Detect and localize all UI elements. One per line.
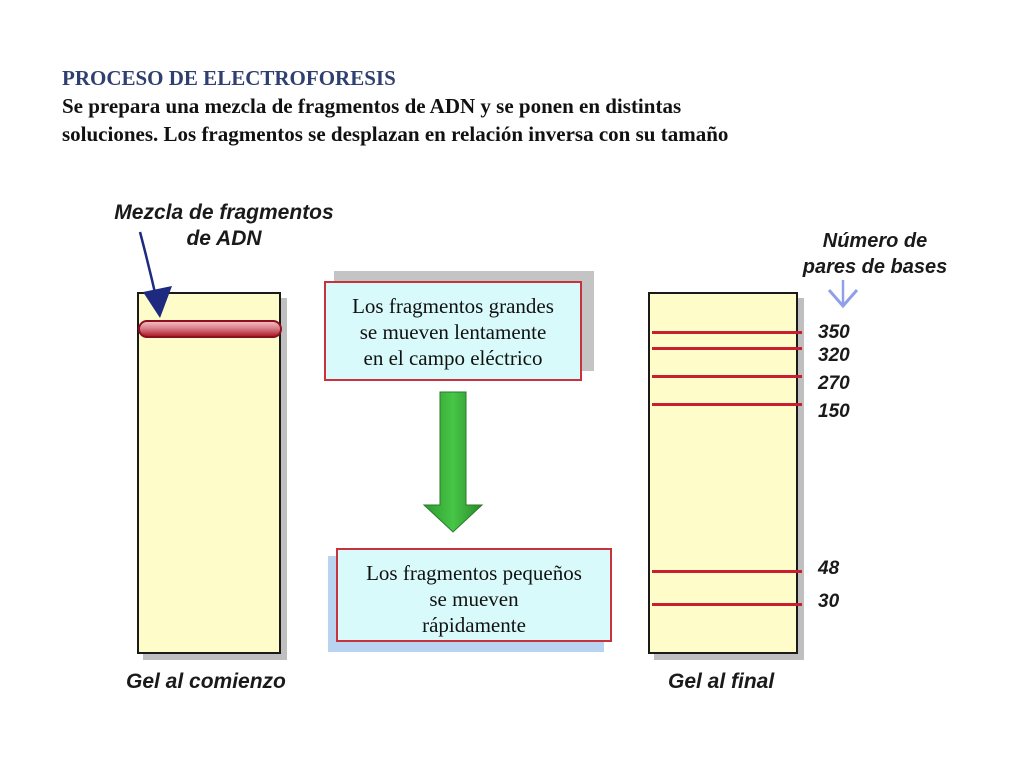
gel-band-350 (652, 331, 802, 334)
dna-mixture-band (138, 320, 282, 338)
base-pair-label-150: 150 (818, 401, 850, 422)
bases-label-line-1: Número de (822, 230, 928, 252)
gel-start (137, 292, 281, 654)
page-title: PROCESO DE ELECTROFORESIS (62, 66, 396, 90)
gel-start-label: Gel al comienzo (126, 670, 286, 693)
base-pair-label-48: 48 (818, 558, 840, 579)
gel-end-label: Gel al final (668, 670, 775, 693)
mix-pointer-arrowhead-icon (143, 286, 172, 318)
header: PROCESO DE ELECTROFORESIS Se prepara una… (62, 64, 962, 148)
gel-end (648, 292, 798, 654)
gel-band-320 (652, 347, 802, 350)
small-box-line-2: se mueven (429, 587, 519, 611)
gel-band-30 (652, 603, 802, 606)
base-pair-label-350: 350 (818, 322, 850, 343)
description-line-2: soluciones. Los fragmentos se desplazan … (62, 122, 729, 146)
mix-label: Mezcla de fragmentos de ADN (104, 200, 344, 252)
large-fragments-box: Los fragmentos grandes se mueven lentame… (324, 281, 582, 381)
mix-label-line-2: de ADN (186, 227, 262, 250)
bases-label-line-2: pares de bases (802, 256, 948, 278)
small-box-line-3: rápidamente (422, 613, 526, 637)
large-box-line-3: en el campo eléctrico (363, 346, 543, 370)
base-pair-label-30: 30 (818, 591, 840, 612)
description-line-1: Se prepara una mezcla de fragmentos de A… (62, 94, 682, 118)
gel-band-150 (652, 403, 802, 406)
large-box-line-1: Los fragmentos grandes (352, 294, 554, 318)
bases-label: Número de pares de bases (790, 228, 960, 280)
mix-label-line-1: Mezcla de fragmentos (114, 201, 334, 224)
large-box-line-2: se mueven lentamente (359, 320, 547, 344)
gel-band-48 (652, 570, 802, 573)
small-box-line-1: Los fragmentos pequeños (366, 561, 582, 585)
down-flow-arrow-icon (422, 391, 484, 533)
base-pair-label-270: 270 (818, 373, 850, 394)
base-pair-label-320: 320 (818, 345, 850, 366)
small-fragments-box: Los fragmentos pequeños se mueven rápida… (336, 548, 612, 642)
bases-pointer-chevron-icon (827, 289, 859, 309)
gel-band-270 (652, 375, 802, 378)
